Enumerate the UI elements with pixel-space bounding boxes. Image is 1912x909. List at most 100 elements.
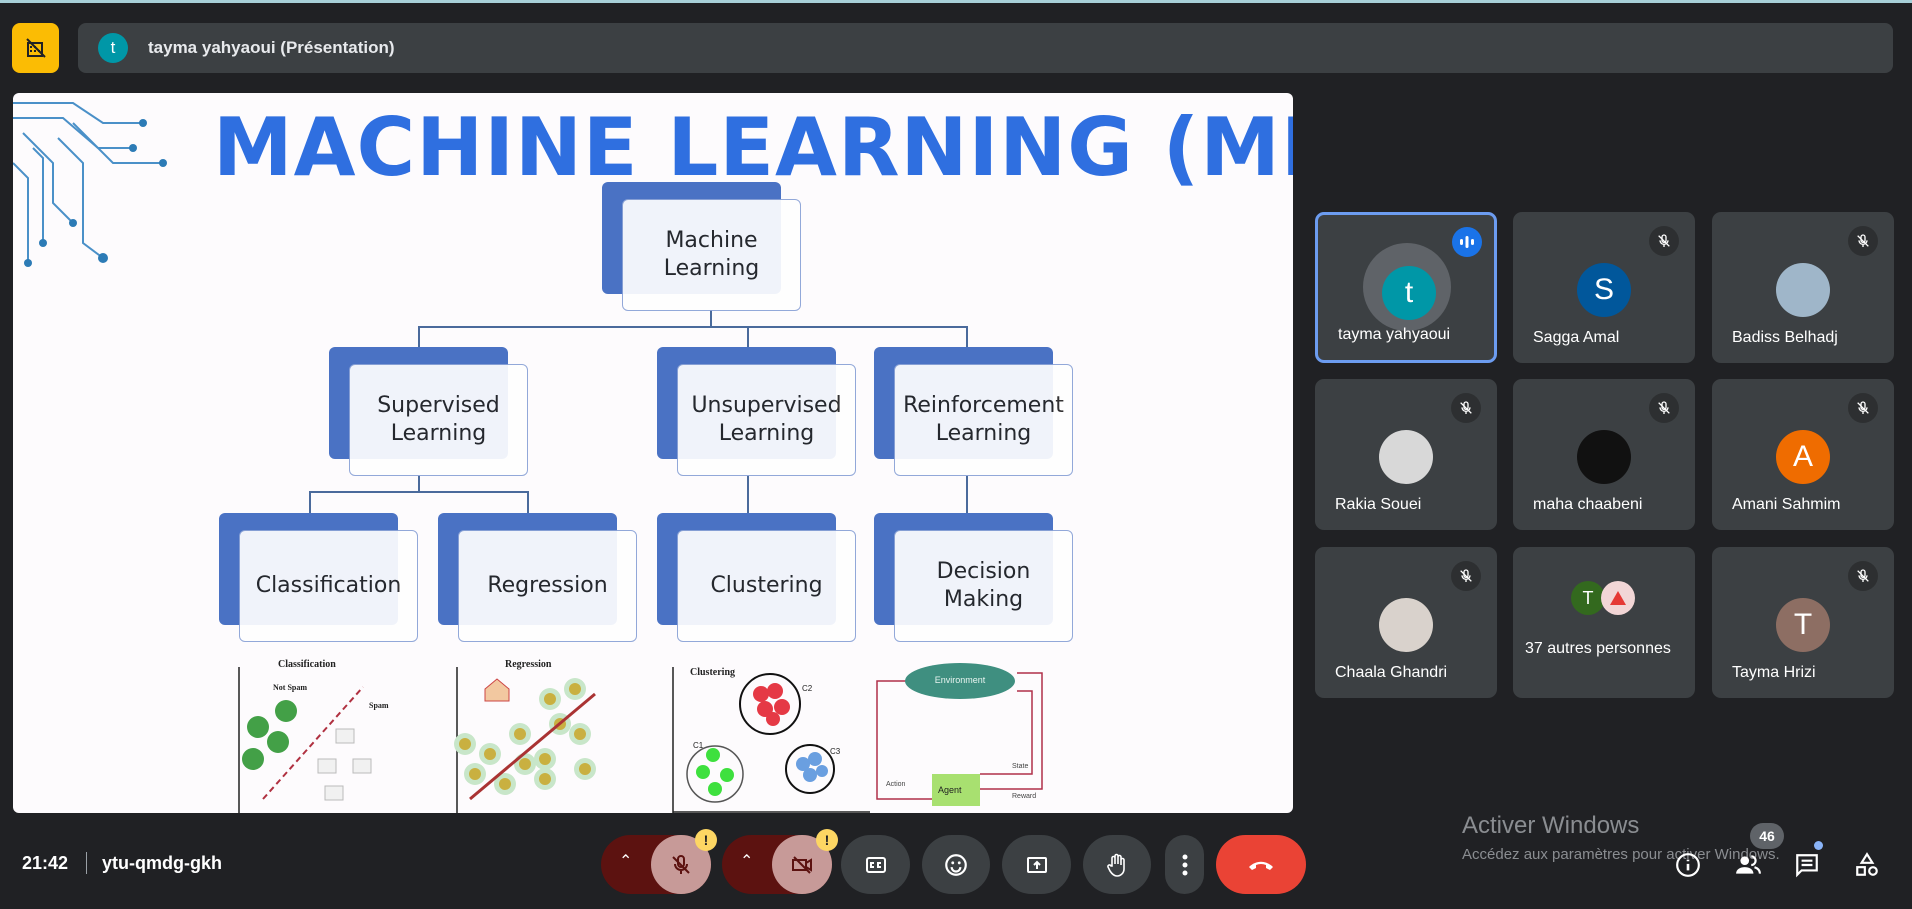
mic-off-icon [1451,561,1481,591]
cluster-label-c1: C1 [693,741,704,750]
avatar: A [1776,430,1830,484]
cluster-label-c2: C2 [802,684,813,693]
chat-icon [1796,854,1818,878]
microphone-control: ⌃ ! [601,829,717,894]
presenter-bar: t tayma yahyaoui (Présentation) [78,23,1893,73]
node-regression: Regression [438,513,637,642]
chat-button[interactable] [1792,850,1822,880]
presenter-title: tayma yahyaoui (Présentation) [148,38,395,57]
participant-tile[interactable]: Badiss Belhadj [1712,212,1894,363]
node-label: Unsupervised Learning [677,364,856,476]
cluster-label-c3: C3 [830,747,841,756]
activities-button[interactable] [1852,850,1882,880]
classification-panel: Classification Not Spam Spam [223,659,423,813]
clustering-illustration [672,667,870,813]
avatar [1379,430,1433,484]
mic-off-icon [1451,393,1481,423]
closed-captions-icon [865,856,886,873]
rl-state: State [1012,763,1029,770]
participant-name: Tayma Hrizi [1732,664,1816,681]
participant-tile[interactable]: Chaala Ghandri [1315,547,1497,698]
connector [747,476,749,513]
participant-name: Chaala Ghandri [1335,664,1448,681]
camera-off-icon [792,855,812,874]
avatar [1601,581,1635,615]
node-supervised: Supervised Learning [329,347,528,476]
info-icon [1676,853,1700,877]
unpin-presentation-button[interactable] [12,23,59,73]
avatar: T [1776,598,1830,652]
panel-title: Clustering [690,667,735,678]
presenter-avatar: t [98,33,128,63]
activate-windows-title: Activer Windows [1462,812,1640,839]
participant-name: Sagga Amal [1533,329,1620,346]
avatar [1379,598,1433,652]
avatar: S [1577,263,1631,317]
slide-title: MACHINE LEARNING (ML) [213,101,1293,194]
rl-loop-illustration [876,663,1043,806]
regression-illustration [454,667,596,813]
node-label: Supervised Learning [349,364,528,476]
chat-notification-dot [1814,841,1823,850]
rl-environment: Environment [934,675,986,685]
connector [710,310,712,327]
more-options-button[interactable] [1165,835,1204,894]
node-machine-learning: Machine Learning [602,182,801,311]
node-reinforcement: Reinforcement Learning [874,347,1073,476]
participant-tile[interactable]: T 37 autres personnes [1513,547,1695,698]
rl-reward: Reward [1012,793,1037,800]
participant-name: Badiss Belhadj [1732,329,1838,346]
mic-off-icon [672,854,690,874]
window-top-edge [0,0,1912,3]
rl-action: Action [886,781,906,788]
node-label: Reinforcement Learning [894,364,1073,476]
mic-off-icon [1649,393,1679,423]
panel-title: Classification [278,659,336,670]
present-screen-button[interactable] [1002,835,1071,894]
participant-name: 37 autres personnes [1525,640,1671,657]
connector [747,326,749,348]
participant-tile[interactable]: maha chaabeni [1513,379,1695,530]
presentation-off-icon [25,38,46,58]
classification-illustration [238,667,372,813]
raise-hand-button[interactable] [1083,835,1151,894]
rl-agent: Agent [938,785,962,795]
participant-tile[interactable]: T Tayma Hrizi [1712,547,1894,698]
circuit-decoration [13,102,167,267]
reinforcement-panel: Environment Agent Action State Reward [872,659,1077,813]
audio-options-button[interactable]: ⌃ [619,853,633,870]
people-icon [1736,855,1761,874]
node-label: Classification [239,530,418,642]
participant-name: Amani Sahmim [1732,496,1841,513]
activate-windows-subtitle: Accédez aux paramètres pour activer Wind… [1462,846,1780,863]
video-options-button[interactable]: ⌃ [740,853,754,870]
node-decision-making: Decision Making [874,513,1073,642]
leave-call-button[interactable] [1216,835,1306,894]
reactions-button[interactable] [922,835,990,894]
mic-off-icon [1848,393,1878,423]
mic-off-icon [1649,226,1679,256]
node-unsupervised: Unsupervised Learning [657,347,856,476]
participant-tile[interactable]: A Amani Sahmim [1712,379,1894,530]
participant-tile[interactable]: S Sagga Amal [1513,212,1695,363]
connector [527,491,529,513]
node-clustering: Clustering [657,513,856,642]
meeting-details-button[interactable] [1673,850,1703,880]
avatar: T [1571,581,1605,615]
presentation-slide: MACHINE LEARNING (ML) Machine Learning S… [13,93,1293,813]
camera-control: ⌃ ! [722,829,838,894]
meeting-code[interactable]: ytu-qmdg-gkh [102,853,222,873]
regression-panel: Regression [445,659,645,813]
node-label: Machine Learning [622,199,801,311]
connector [418,326,967,328]
speaking-indicator-icon [1452,227,1482,257]
avatar [1776,263,1830,317]
clock: 21:42 [22,853,69,873]
activities-icon [1856,852,1878,876]
people-button[interactable] [1733,850,1763,880]
connector [309,491,528,493]
more-vert-icon [1182,854,1187,875]
captions-button[interactable] [841,835,910,894]
participant-tile[interactable]: Rakia Souei [1315,379,1497,530]
